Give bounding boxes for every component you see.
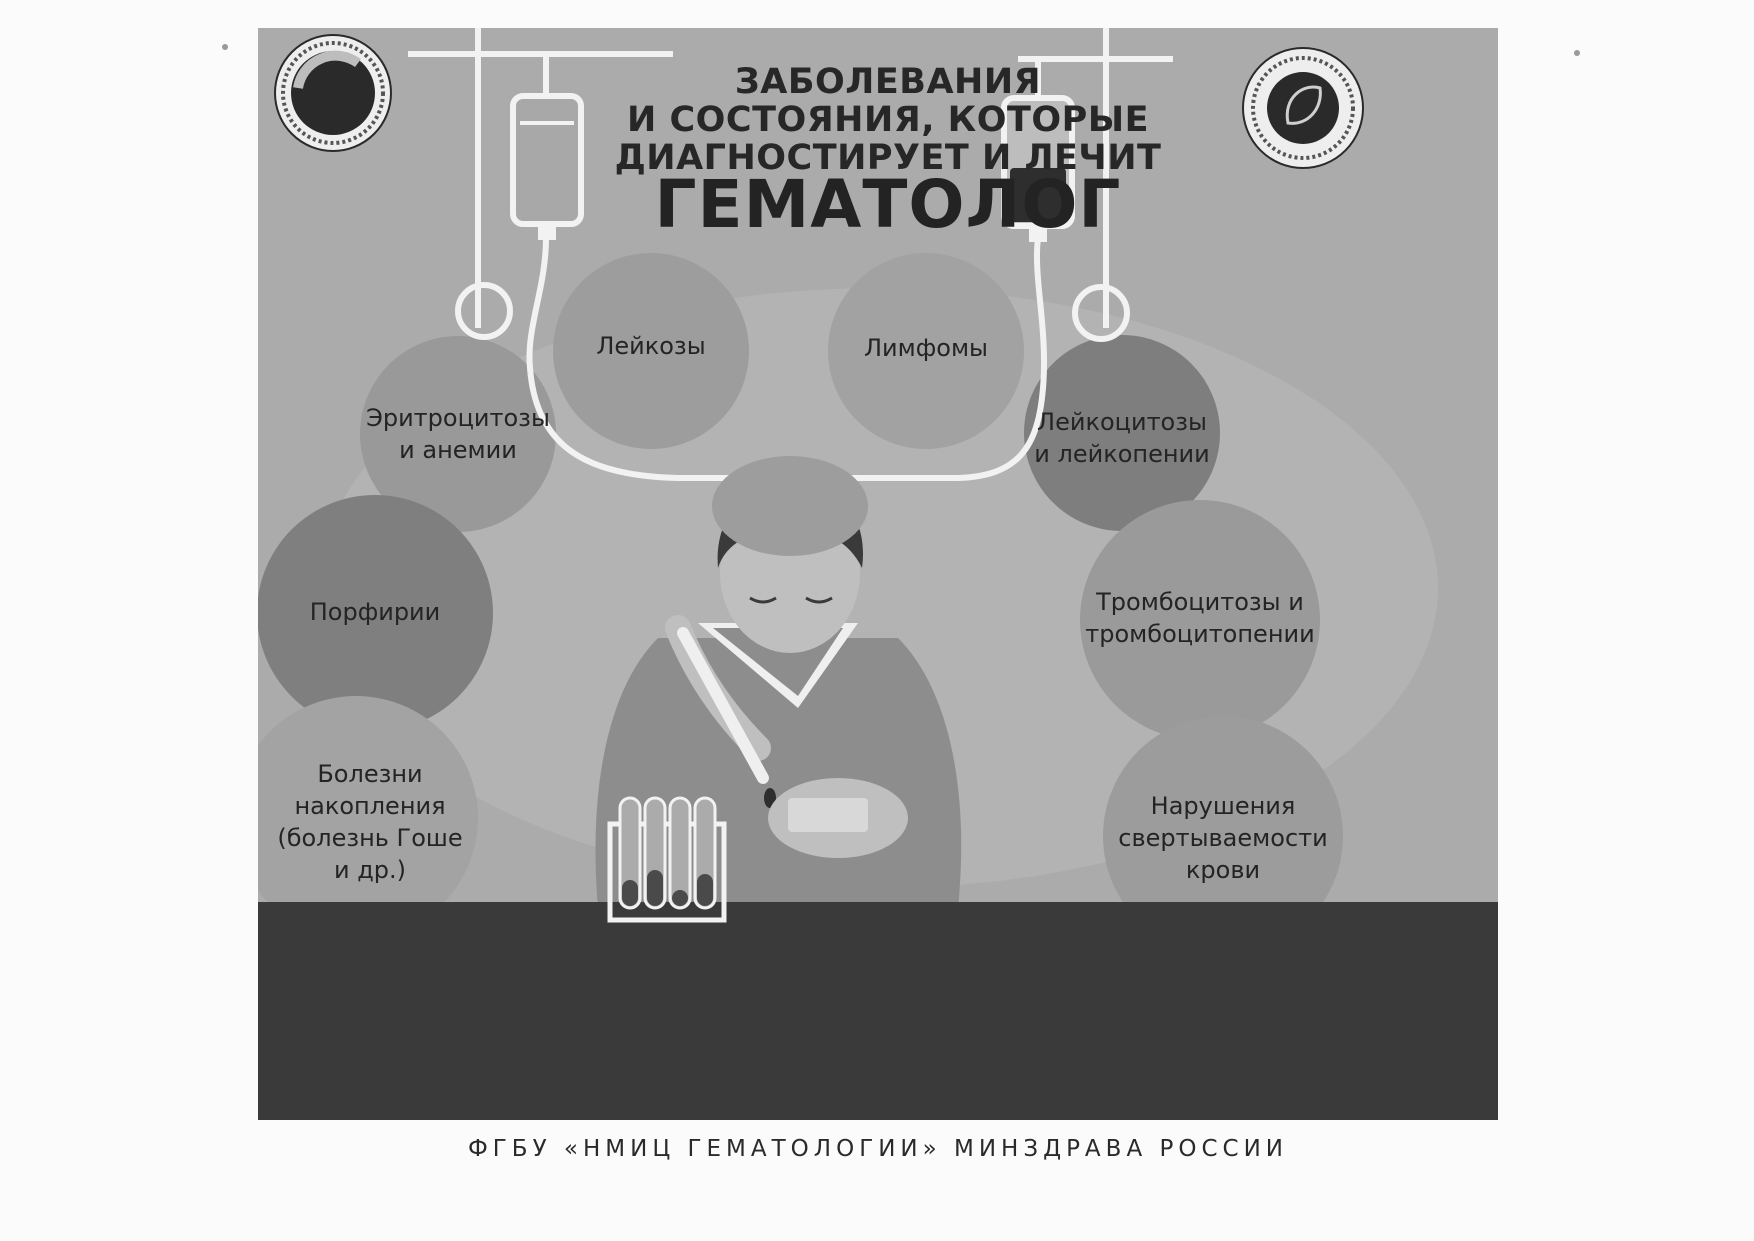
- right-logo: [1242, 47, 1364, 169]
- circle-narusheniya: [1103, 716, 1343, 956]
- blood-bag-empty: [510, 93, 584, 240]
- condition-label-limfomy: Лимфомы: [863, 334, 988, 362]
- circle-porfirii: [258, 495, 493, 731]
- circle-bolezni-nakopleniya: [258, 696, 478, 940]
- footer-organization: ФГБУ «НМИЦ ГЕМАТОЛОГИИ» МИНЗДРАВА РОССИИ: [467, 1136, 1288, 1162]
- scan-speck: [222, 44, 228, 50]
- condition-label-eritrocitozy: Эритроцитозы и анемии: [366, 404, 550, 464]
- iv-drip-left: [408, 28, 1048, 481]
- circle-leikocitozy: [1024, 335, 1220, 531]
- circle-limfomy: [828, 253, 1024, 449]
- circle-eritrocitozy: [360, 336, 556, 532]
- title-main: ГЕМАТОЛОГ: [654, 166, 1122, 243]
- condition-label-porfirii: Порфирии: [309, 598, 441, 626]
- iv-drip-right: [1018, 28, 1173, 342]
- title-line-3: ДИАГНОСТИРУЕТ И ЛЕЧИТ: [614, 138, 1162, 178]
- circle-leikozy: [553, 253, 749, 449]
- condition-circles: [258, 253, 1343, 956]
- title-line-2: И СОСТОЯНИЯ, КОТОРЫЕ: [626, 100, 1149, 140]
- condition-label-trombocitozy: Тромбоцитозы и тромбоцитопении: [1085, 588, 1315, 648]
- illustration: [258, 28, 1498, 1120]
- condition-label-leikocitozy: Лейкоцитозы и лейкопении: [1034, 408, 1210, 468]
- condition-label-leikozy: Лейкозы: [596, 332, 706, 360]
- test-tube-rack: [607, 796, 727, 923]
- poster: ЗАБОЛЕВАНИЯ И СОСТОЯНИЯ, КОТОРЫЕ ДИАГНОС…: [258, 28, 1498, 1120]
- title-line-1: ЗАБОЛЕВАНИЯ: [734, 62, 1042, 102]
- scan-speck: [1574, 50, 1580, 56]
- circle-trombocitozy: [1080, 500, 1320, 740]
- desk: [258, 902, 1498, 1120]
- blood-bag-full: [1001, 95, 1075, 242]
- condition-label-narusheniya: Нарушения свертываемости крови: [1118, 792, 1328, 884]
- left-logo: [274, 34, 392, 152]
- condition-label-bolezni-nakopleniya: Болезни накопления (болезнь Гоше и др.): [277, 760, 463, 884]
